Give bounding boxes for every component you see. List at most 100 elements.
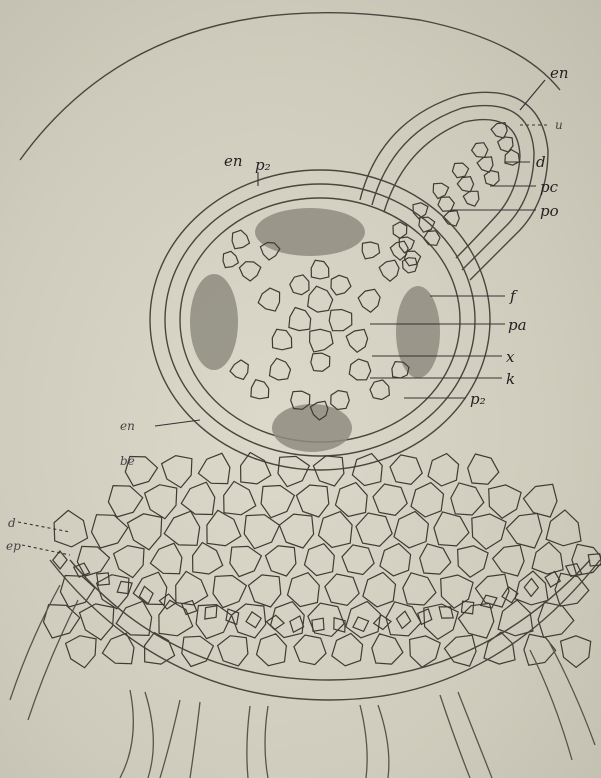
cortex-cell (561, 636, 591, 668)
cortex-cell (114, 546, 144, 578)
cortex-cell (213, 576, 246, 608)
epidermis-cell (182, 601, 197, 615)
lateral-root-cell (438, 197, 454, 211)
cortex-cell (524, 634, 556, 665)
stele-cell (349, 359, 370, 380)
cortex-cell (515, 571, 548, 605)
cortex-cell (244, 515, 279, 549)
label-en-lower: en (120, 419, 135, 433)
cortex-cell (224, 481, 256, 514)
cortex-cell (92, 515, 128, 548)
cortex-cell (532, 542, 563, 574)
outer-arc (20, 13, 560, 160)
stele-cell (331, 275, 351, 295)
lateral-root-cell (424, 231, 440, 246)
cortex-cell (410, 636, 441, 667)
stele (150, 170, 490, 470)
cortex-cell (493, 545, 524, 576)
label-d-left: d (8, 516, 16, 530)
cortex-cell (54, 510, 87, 547)
cortex-cell (356, 513, 392, 546)
epidermis-cell (290, 616, 304, 632)
lateral-root-cell (484, 171, 499, 186)
cortex-cell (271, 602, 305, 638)
epidermis-cell (439, 607, 453, 618)
cortex-cell (325, 574, 359, 605)
cortex-cell (241, 453, 271, 484)
label-be: be (120, 454, 135, 468)
label-x: x (506, 348, 515, 366)
stele-cell (308, 286, 333, 312)
cortex-cell (116, 601, 152, 635)
cortex-cell (261, 486, 294, 518)
cortex-cell (305, 544, 335, 576)
cortex-cell (145, 485, 177, 519)
stele-cell (370, 380, 389, 400)
epidermis-cell (117, 581, 132, 593)
lateral-root-cell (463, 191, 479, 206)
epidermis-cell (481, 595, 497, 608)
lateral-root-cell (419, 217, 435, 232)
lateral-root-cell (452, 163, 468, 178)
cortex-cell (380, 544, 411, 576)
stele-cell (270, 358, 291, 380)
stele-cell (272, 329, 291, 350)
cortex-cell (451, 483, 484, 515)
stele-cell (311, 260, 329, 279)
cortex-cell (319, 512, 353, 548)
cortex-cell (373, 484, 407, 515)
stele-cell (223, 251, 238, 267)
cortex-cell (420, 544, 451, 574)
lateral-root-cell (393, 222, 407, 238)
cortex-cell (445, 635, 477, 666)
cortex-cell (342, 545, 374, 575)
cortex-cell (294, 635, 326, 665)
lateral-root-cell (477, 157, 493, 172)
cortex-cell (434, 512, 469, 546)
epidermis-arc (50, 560, 600, 700)
cortex-cell (458, 603, 493, 638)
stele-cell (239, 262, 260, 281)
cortex-cell (207, 510, 241, 545)
cortex-cell (193, 543, 223, 575)
cortex-cell (198, 453, 230, 483)
epidermis-cell (397, 611, 411, 628)
phloem-patch-left (190, 274, 238, 370)
label-en-left: en (224, 152, 243, 170)
epidermis-cell (353, 617, 369, 631)
stele-cell (290, 275, 309, 295)
cortex-cell (346, 602, 381, 638)
cortex-cell (472, 514, 506, 549)
cortex-cell (66, 636, 97, 668)
cortex-cell (162, 456, 192, 488)
labels: en u d pc po en p₂ f pa x k p₂ en be d e… (6, 64, 569, 555)
stele-cell (289, 308, 311, 331)
epidermis-cell (588, 554, 601, 566)
stele-cell (331, 391, 350, 410)
cortex-cell (468, 454, 499, 484)
label-ep: ep (6, 539, 21, 553)
label-u: u (555, 118, 563, 132)
label-en-top: en (550, 64, 569, 82)
cortex-cell (164, 511, 200, 545)
label-po: po (540, 202, 559, 220)
cortex-cell (150, 543, 182, 573)
cortex-cell (332, 634, 363, 666)
cortex-cell (313, 456, 344, 486)
cortex-cell (403, 573, 436, 605)
cortex-cell (296, 485, 328, 517)
label-p2-top: p₂ (255, 156, 271, 174)
stele-cell (251, 380, 269, 399)
stele-cell (346, 329, 367, 352)
stele-cell (362, 242, 379, 259)
epidermis-cell (159, 594, 176, 609)
cortex-cell (476, 574, 510, 607)
cortex-cell (489, 485, 521, 518)
cortex-cell (428, 454, 459, 486)
lateral-root-cell (457, 177, 473, 192)
stele-cell (230, 360, 248, 379)
stele-cell (379, 260, 399, 281)
epidermis-cell (266, 615, 284, 629)
phloem-patch-right (396, 286, 440, 378)
